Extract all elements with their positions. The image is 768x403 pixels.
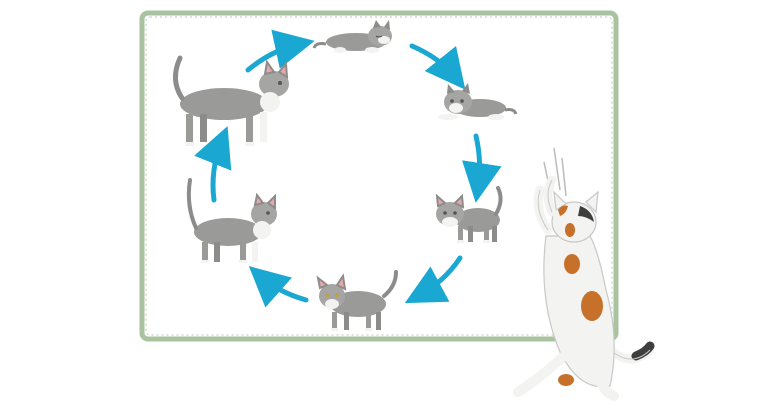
calico-cat-scratching-frame (513, 147, 655, 401)
newborn-kitten-icon (312, 20, 392, 53)
stage-young-kitten (438, 83, 518, 120)
arrow-1-to-2 (409, 43, 466, 90)
arrow-2-to-3 (462, 133, 502, 203)
stage-newborn-kitten (312, 20, 392, 53)
kitten-standing-icon (435, 186, 503, 243)
adult-cat-icon (173, 55, 289, 146)
stage-kitten-standing (435, 186, 503, 243)
arrow-4-to-5 (248, 266, 309, 308)
young-kitten-icon (438, 83, 518, 120)
diagram-frame-inner-texture (145, 16, 613, 336)
arrow-3-to-4 (404, 255, 463, 304)
stage-juvenile-cat (316, 270, 398, 331)
arrow-5-to-6 (194, 126, 232, 203)
cycle-arrows (194, 29, 502, 308)
juvenile-cat-icon (316, 270, 398, 331)
diagram-frame (139, 10, 619, 342)
stage-adult-cat (173, 55, 289, 146)
adolescent-cat-icon (186, 178, 277, 263)
arrow-6-to-1 (245, 29, 315, 73)
cat-scratching-icon (513, 147, 655, 401)
stage-adolescent-cat (186, 178, 277, 263)
